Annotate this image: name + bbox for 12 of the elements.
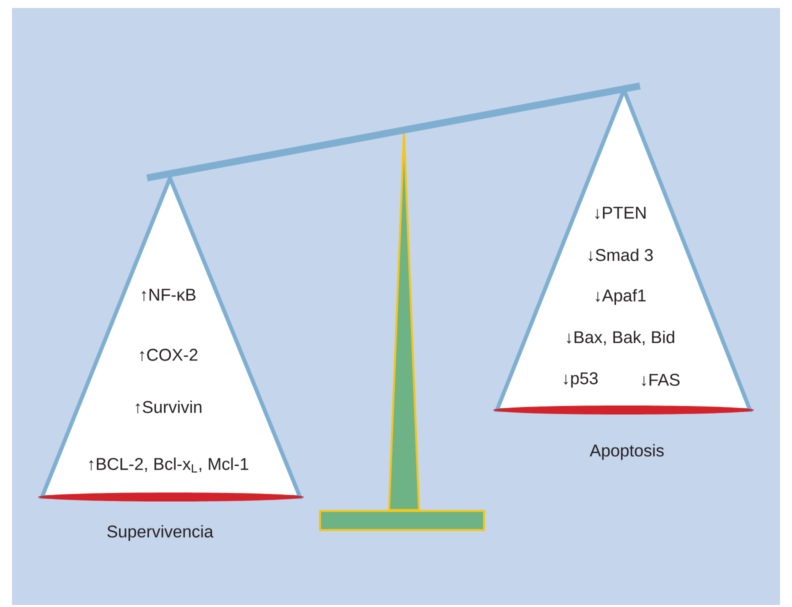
marker-label: ↑COX-2 [140,348,198,362]
marker-label: ↑Survivin [136,400,202,414]
marker-label: ↓FAS [642,374,680,386]
marker-label: ↑BCL-2, Bcl-x$_{L}$, Mcl-1 [89,458,248,472]
marker-label: ↓Smad 3 [588,248,653,262]
pan-caption: Apoptosis [590,444,664,460]
marker-label: ↓PTEN [595,206,646,220]
marker-label: ↑NF-κB [142,288,196,302]
pan-caption: Supervivencia [107,525,214,541]
marker-label: ↓Bax, Bak, Bid [567,330,674,346]
marker-label: ↓Apaf1 [596,289,646,305]
marker-label: ↓p53 [564,372,598,388]
